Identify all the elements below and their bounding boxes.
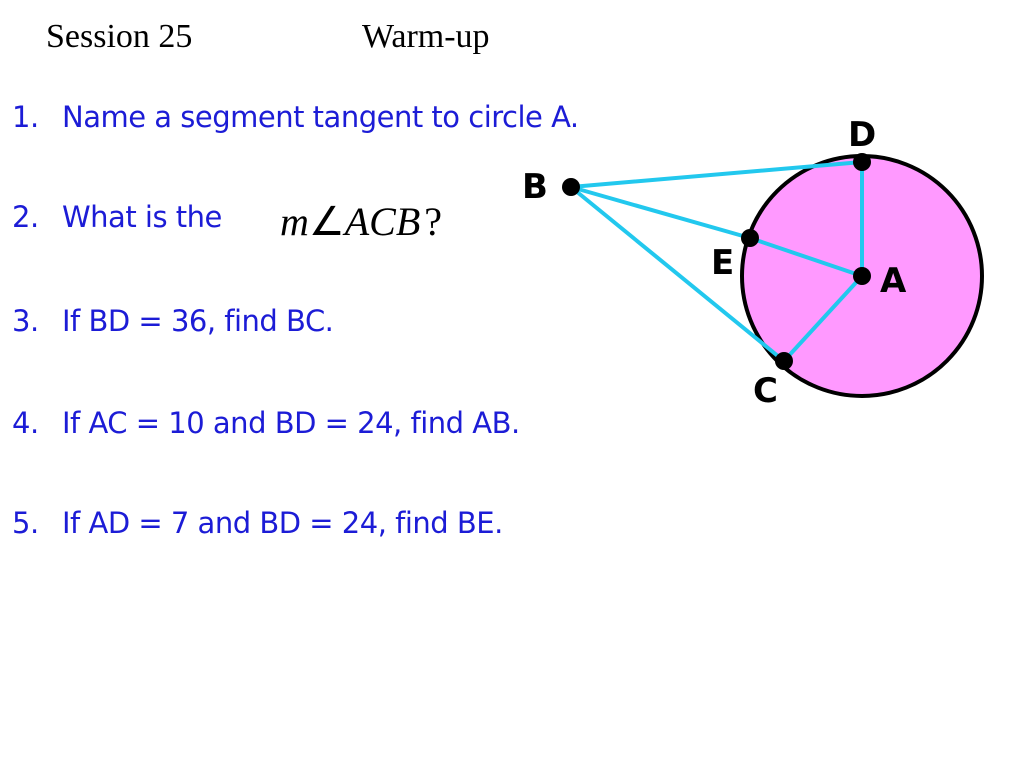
point-a <box>853 267 871 285</box>
question-5: 5. If AD = 7 and BD = 24, find BE. <box>12 506 503 540</box>
question-number: 5. <box>12 506 39 540</box>
question-number: 4. <box>12 406 39 440</box>
slide-title: Session 25 Warm-up <box>46 18 490 56</box>
question-number: 1. <box>12 100 39 134</box>
angle-symbol: ∠ <box>308 199 345 244</box>
question-number: 2. <box>12 200 39 234</box>
segment-ac <box>782 274 864 363</box>
question-text: If BD = 36, find BC. <box>62 304 334 338</box>
segment-be <box>569 185 752 240</box>
segment-bd <box>569 160 864 189</box>
question-3: 3. If BD = 36, find BC. <box>12 304 334 338</box>
angle-name: ACB <box>344 199 421 244</box>
point-b <box>562 178 580 196</box>
question-text: What is the <box>62 200 222 234</box>
label-b: B <box>522 167 548 207</box>
question-1: 1. Name a segment tangent to circle A. <box>12 100 579 134</box>
question-text: If AC = 10 and BD = 24, find AB. <box>62 406 520 440</box>
label-d: D <box>848 115 876 155</box>
session-label: Session 25 <box>46 18 193 55</box>
points <box>562 153 871 370</box>
angle-expression: m∠ACB? <box>280 198 442 245</box>
label-a: A <box>880 261 907 301</box>
segments <box>569 160 864 363</box>
segment-bc <box>569 185 786 363</box>
question-number: 3. <box>12 304 39 338</box>
question-text: If AD = 7 and BD = 24, find BE. <box>62 506 503 540</box>
point-c <box>775 352 793 370</box>
warm-up-label: Warm-up <box>362 18 490 55</box>
point-e <box>741 229 759 247</box>
question-4: 4. If AC = 10 and BD = 24, find AB. <box>12 406 520 440</box>
question-mark: ? <box>424 199 443 244</box>
point-d <box>853 153 871 171</box>
angle-measure-prefix: m <box>280 199 309 244</box>
label-e: E <box>711 243 734 283</box>
question-text: Name a segment tangent to circle A. <box>62 100 579 134</box>
segment-ea <box>748 236 864 278</box>
question-2: 2. What is the <box>12 200 222 234</box>
label-c: C <box>753 371 778 411</box>
